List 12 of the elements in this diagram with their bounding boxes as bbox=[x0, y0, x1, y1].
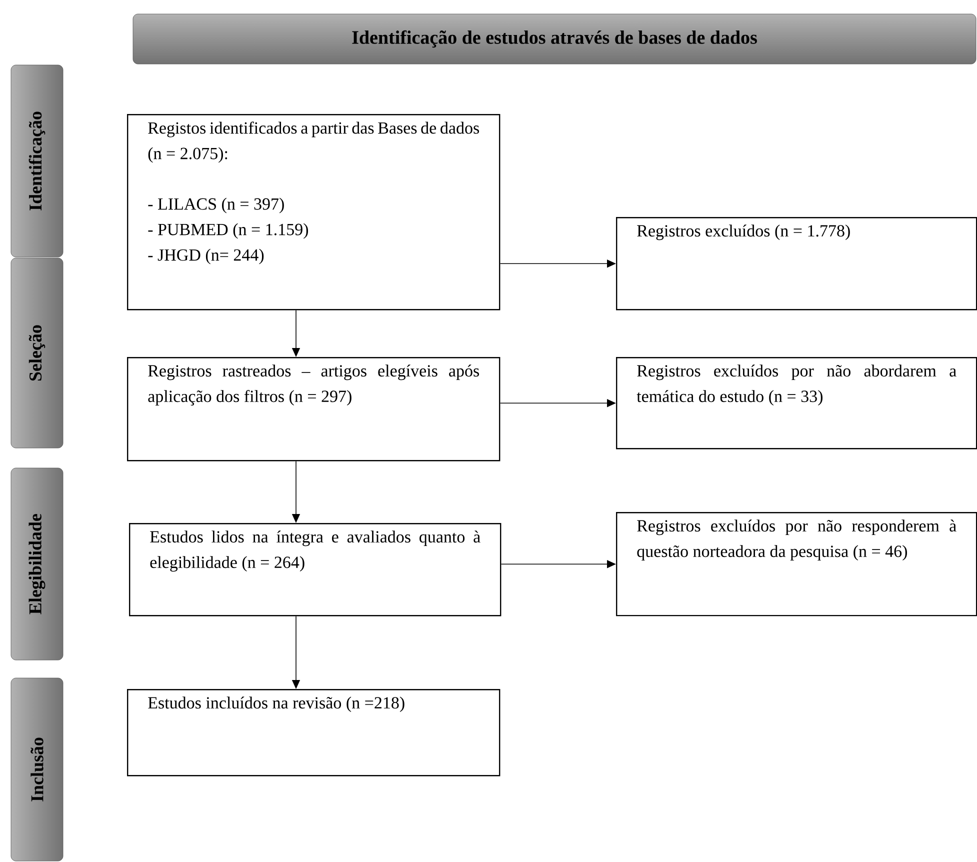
process-box: Estudos lidos na íntegra e avaliados quanto à elegibilidade (n = 264) bbox=[129, 523, 502, 616]
phase-band: Identificação bbox=[10, 64, 64, 258]
phase-band: Seleção bbox=[10, 258, 64, 448]
phase-band: Inclusão bbox=[10, 678, 64, 862]
process-box: Registros excluídos (n = 1.778) bbox=[616, 217, 977, 310]
process-box: Registros rastreados – artigos elegíveis após aplicação dos filtros (n = 297) bbox=[127, 357, 500, 462]
process-box: Registros excluídos por não abordarem a temática do estudo (n = 33) bbox=[616, 357, 977, 450]
title-banner: Identificação de estudos através de bases de dados bbox=[132, 14, 976, 64]
phase-band: Elegibilidade bbox=[10, 468, 64, 660]
process-box: Registros excluídos por não responderem à questão norteadora da pesquisa (n = 46) bbox=[616, 512, 977, 616]
process-box: Registos identificados a partir das Bases de dados (n = 2.075): - LILACS (n = 397) - PUBMED (n = 1.159) - JHGD (n= 244) bbox=[127, 114, 500, 310]
process-box: Estudos incluídos na revisão (n =218) bbox=[127, 689, 500, 776]
